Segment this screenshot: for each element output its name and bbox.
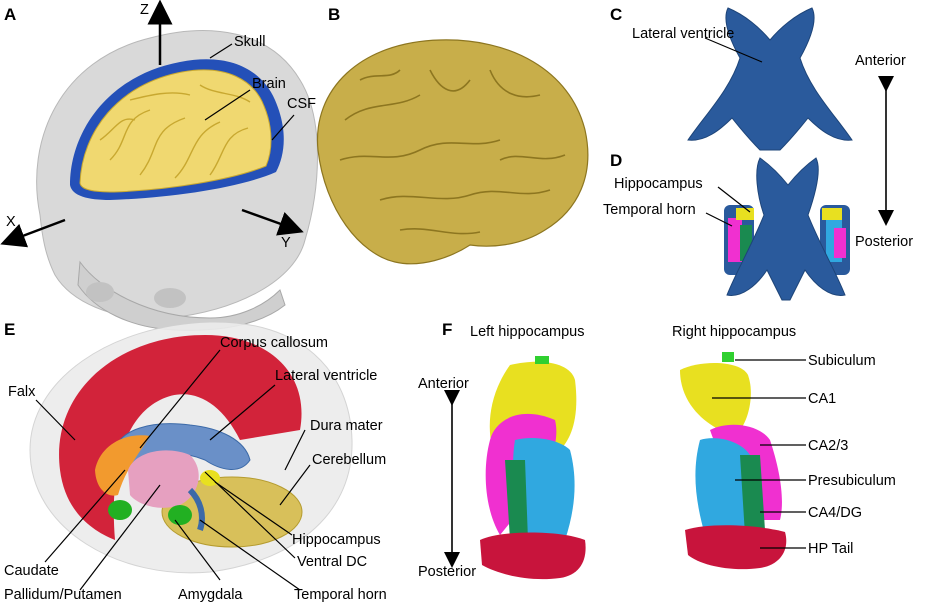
skull-orbit-shape xyxy=(86,282,114,302)
falx-label: Falx xyxy=(8,384,36,400)
skull-leader xyxy=(209,43,233,59)
amygdala-label: Amygdala xyxy=(178,587,243,603)
falx-leader xyxy=(35,399,76,441)
lateral-ventricle-e-label: Lateral ventricle xyxy=(275,368,377,384)
panel-a: A Z X Y Skull Brain CSF xyxy=(0,0,318,331)
hippocampus-d-label: Hippocampus xyxy=(614,176,703,192)
panel-b-letter: B xyxy=(328,5,340,24)
csf-label: CSF xyxy=(287,96,316,112)
amygdala-leader xyxy=(174,519,221,581)
ventral-dc-label: Ventral DC xyxy=(297,554,367,570)
falx-shape xyxy=(59,335,302,540)
left-hippocampus-shape xyxy=(480,356,586,580)
panel-f: F Left hippocampus Right hippocampus Ant… xyxy=(418,320,896,580)
amygdala-left-shape xyxy=(108,500,132,520)
brain-leader xyxy=(204,89,251,121)
cerebellum-leader xyxy=(279,464,311,506)
hippocampus-left-ca1-shape xyxy=(736,208,754,220)
csf-leader xyxy=(271,114,295,141)
temporal-horn-e-leader xyxy=(199,519,301,591)
pallidum-putamen-leader xyxy=(79,484,161,591)
y-axis-arrow xyxy=(241,208,304,236)
posterior-cd-label: Posterior xyxy=(855,234,913,250)
panel-c-letter: C xyxy=(610,5,622,24)
lateral-ventricle-d-shape xyxy=(726,157,846,301)
skull-orbit-shape xyxy=(154,288,186,308)
left-hippocampus-title: Left hippocampus xyxy=(470,324,584,340)
temporal-horn-e-label: Temporal horn xyxy=(294,587,387,603)
brain-shape xyxy=(79,69,272,193)
panel-d: D Hippocampus Temporal horn xyxy=(603,151,850,301)
ca23-label: CA2/3 xyxy=(808,438,848,454)
panel-d-letter: D xyxy=(610,151,622,170)
anterior-f-label: Anterior xyxy=(418,376,469,392)
pallidum-putamen-label: Pallidum/Putamen xyxy=(4,587,122,603)
hippocampus-d-leader xyxy=(717,186,751,213)
hippocampus-e-label: Hippocampus xyxy=(292,532,381,548)
anterior-cd-label: Anterior xyxy=(855,53,906,69)
posterior-f-label: Posterior xyxy=(418,564,476,580)
ca1-label: CA1 xyxy=(808,391,836,407)
brain-lateral-sulci xyxy=(339,69,566,235)
cerebellum-label: Cerebellum xyxy=(312,452,386,468)
skull-label: Skull xyxy=(234,34,265,50)
dura-mater-label: Dura mater xyxy=(310,418,383,434)
right-hippocampus-shape xyxy=(680,352,787,570)
lateral-ventricle-c-label: Lateral ventricle xyxy=(632,26,734,42)
corpus-callosum-label: Corpus callosum xyxy=(220,335,328,351)
lateral-ventricle-c-shape xyxy=(687,7,853,151)
subiculum-label: Subiculum xyxy=(808,353,876,369)
x-axis-label: X xyxy=(6,214,16,230)
presubiculum-label: Presubiculum xyxy=(808,473,896,489)
dura-mater-leader xyxy=(284,429,306,471)
lateral-ventricle-e-leader xyxy=(209,384,276,441)
panel-c: C Lateral ventricle xyxy=(610,5,853,151)
z-axis-label: Z xyxy=(140,2,149,18)
ventral-dc-leader xyxy=(204,471,296,559)
hippocampus-left-ca23-shape xyxy=(728,218,742,262)
caudate-label: Caudate xyxy=(4,563,59,579)
orientation-cd: Anterior Posterior xyxy=(855,53,913,250)
hippocampus-right-ca23-shape xyxy=(834,228,846,258)
hippocampus-e-leader xyxy=(214,481,293,536)
amygdala-right-shape xyxy=(168,505,192,525)
caudate-shape xyxy=(95,435,150,496)
skull-jaw-shape xyxy=(77,260,286,331)
brain-label: Brain xyxy=(252,76,286,92)
x-axis-arrow xyxy=(0,218,66,248)
temporal-horn-e-shape xyxy=(187,487,205,531)
hippocampus-right-ca1-shape xyxy=(822,208,842,220)
temporal-horn-d-leader xyxy=(705,212,733,227)
caudate-leader xyxy=(44,469,126,563)
brain-gyri-lines xyxy=(99,84,251,179)
panel-e-letter: E xyxy=(4,320,15,339)
temporal-horn-d-label: Temporal horn xyxy=(603,202,696,218)
pallidum-putamen-shape xyxy=(128,450,199,508)
panel-a-letter: A xyxy=(4,5,16,24)
panel-f-letter: F xyxy=(442,320,452,339)
brain-lateral-shape xyxy=(316,39,589,265)
panel-e: E Corpus callosum Lateral ventricle Falx… xyxy=(4,320,387,603)
lateral-ventricle-c-leader xyxy=(704,37,763,63)
right-hippocampus-title: Right hippocampus xyxy=(672,324,796,340)
panel-b: B xyxy=(316,5,589,265)
corpus-callosum-leader xyxy=(139,349,221,449)
y-axis-label: Y xyxy=(281,235,291,251)
ca4dg-label: CA4/DG xyxy=(808,505,862,521)
hp-tail-label: HP Tail xyxy=(808,541,853,557)
